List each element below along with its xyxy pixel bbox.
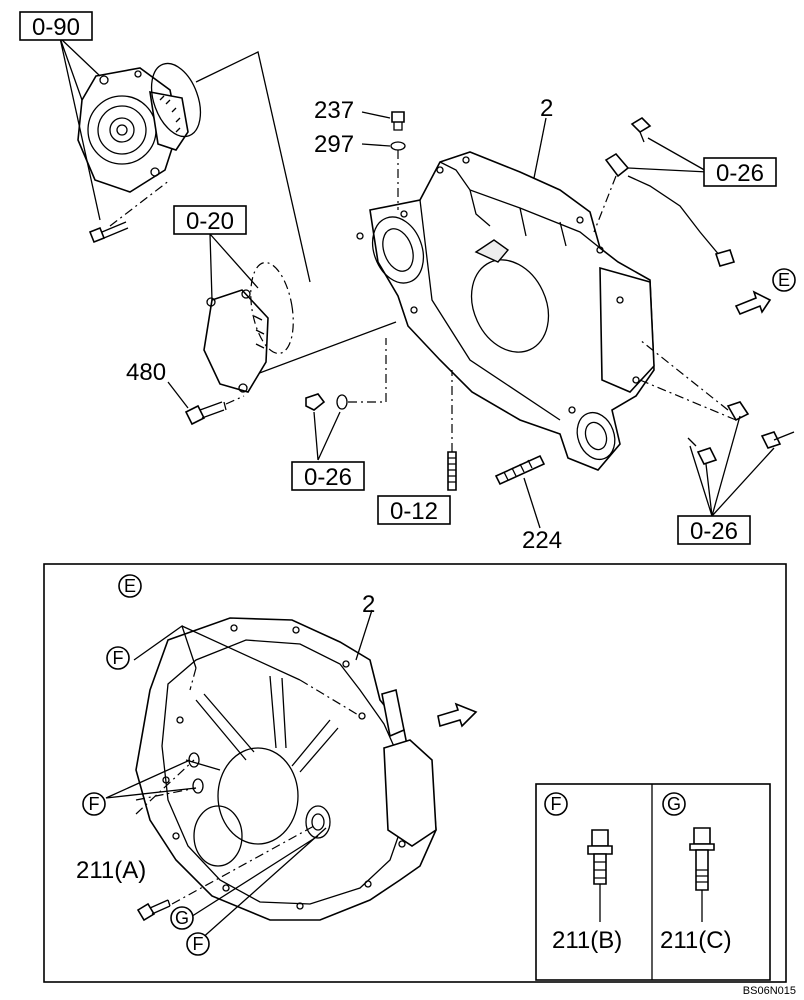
part-211c: 211(C) <box>660 927 732 954</box>
bolt-211b <box>587 829 613 885</box>
svg-text:E: E <box>124 576 136 596</box>
ref-box-0-26-c <box>677 515 751 545</box>
svg-text:F: F <box>551 794 562 814</box>
svg-text:F: F <box>193 934 204 954</box>
view-arrow-e <box>734 290 772 316</box>
flywheel-housing-top <box>356 151 655 471</box>
part-224: 224 <box>522 527 562 554</box>
bolt-480 <box>184 401 227 426</box>
bolt-237 <box>391 111 405 131</box>
ref-box-0-90 <box>19 11 93 41</box>
ref-0-26-b: 0-26 <box>304 464 352 491</box>
marker-g-box <box>662 792 686 816</box>
stud-224 <box>494 454 546 486</box>
view-arrow-detail <box>437 702 478 728</box>
svg-text:F: F <box>89 794 100 814</box>
ref-box-0-12 <box>377 495 451 525</box>
bolt-211a <box>136 899 171 922</box>
hardware-right <box>687 401 795 465</box>
bolt-type-table <box>535 783 771 981</box>
marker-g-1 <box>170 906 194 930</box>
o-ring <box>150 62 202 138</box>
ref-0-90: 0-90 <box>32 14 80 41</box>
sensor-top <box>593 116 736 267</box>
marker-f-box <box>544 792 568 816</box>
part-211a: 211(A) <box>76 857 146 884</box>
marker-f-3 <box>186 932 210 956</box>
flywheel-housing-detail <box>135 617 437 921</box>
svg-text:G: G <box>667 794 681 814</box>
part-480: 480 <box>126 359 166 386</box>
water-pump <box>77 67 189 193</box>
ref-0-12: 0-12 <box>390 498 438 525</box>
svg-text:E: E <box>778 270 790 290</box>
ref-0-20: 0-20 <box>186 208 234 235</box>
svg-text:G: G <box>175 908 189 928</box>
svg-text:F: F <box>113 648 124 668</box>
part-297: 297 <box>314 131 354 158</box>
marker-e-top <box>772 268 796 292</box>
ref-0-26-c: 0-26 <box>690 518 738 545</box>
part-211b: 211(B) <box>552 927 622 954</box>
nut-washer-left <box>305 393 348 411</box>
ref-0-26-a: 0-26 <box>716 160 764 187</box>
ref-box-0-26-a <box>703 157 777 187</box>
pump-bolt <box>88 221 129 244</box>
marker-f-2 <box>82 792 106 816</box>
part-2-top: 2 <box>540 95 553 122</box>
drawing-code: BS06N015 <box>743 985 796 997</box>
cover-plate <box>203 289 269 393</box>
ref-box-0-26-b <box>291 461 365 491</box>
bolt-211c <box>689 827 715 891</box>
stud-0-12 <box>447 451 457 491</box>
marker-f-1 <box>106 646 130 670</box>
part-2-detail: 2 <box>362 591 375 618</box>
washer-297 <box>390 141 406 151</box>
part-237: 237 <box>314 97 354 124</box>
ref-box-0-20 <box>173 205 247 235</box>
marker-e-detail <box>118 574 142 598</box>
